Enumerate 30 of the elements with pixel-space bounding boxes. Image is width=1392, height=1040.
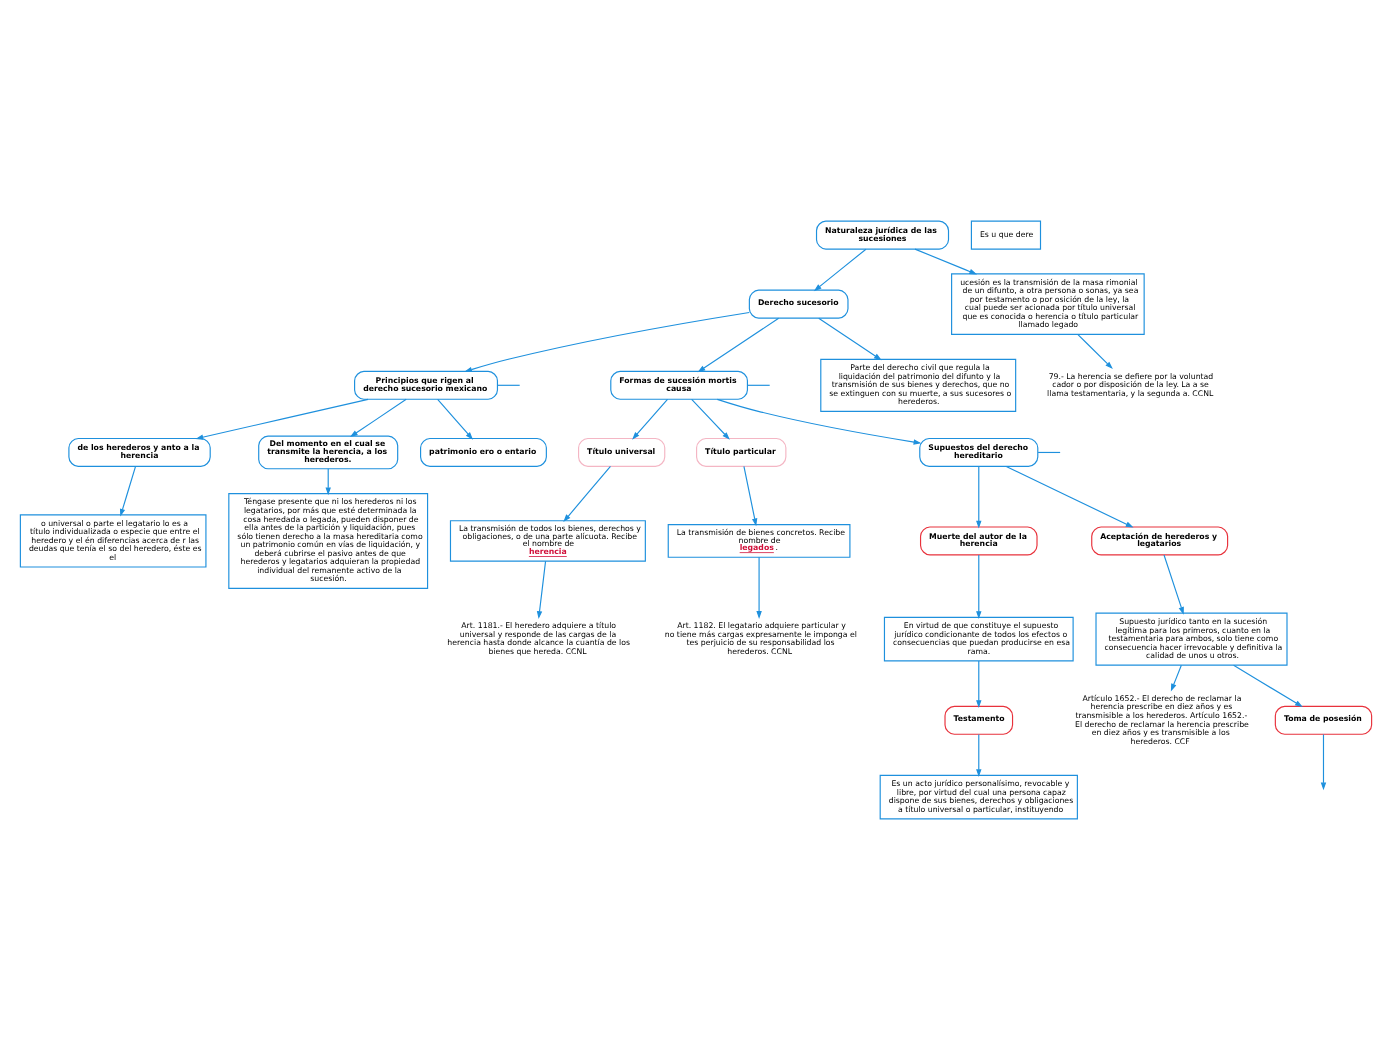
arrow [914, 248, 978, 275]
arrow [1320, 733, 1327, 791]
arrow [119, 465, 137, 517]
arrow [536, 560, 547, 619]
arrow [976, 660, 982, 709]
arrow [1163, 554, 1184, 615]
connector [1037, 451, 1061, 454]
arrow [976, 554, 982, 619]
arrow [325, 468, 331, 496]
arrow [195, 398, 369, 440]
connector [496, 384, 521, 386]
arrow [743, 465, 758, 527]
connector [746, 384, 771, 386]
arrow [632, 398, 669, 440]
arrow [716, 398, 922, 445]
arrow [1077, 334, 1113, 370]
arrow [697, 317, 780, 373]
arrow [464, 311, 750, 373]
arrow [818, 317, 882, 361]
arrow [756, 556, 762, 619]
arrow [976, 465, 982, 529]
arrow [1005, 465, 1134, 528]
arrow [349, 398, 407, 438]
arrow [976, 733, 982, 778]
arrow [1170, 664, 1182, 692]
arrow [563, 465, 612, 523]
arrow [813, 248, 867, 292]
arrow [437, 398, 474, 440]
arrow [1233, 664, 1303, 708]
arrow [691, 398, 730, 440]
